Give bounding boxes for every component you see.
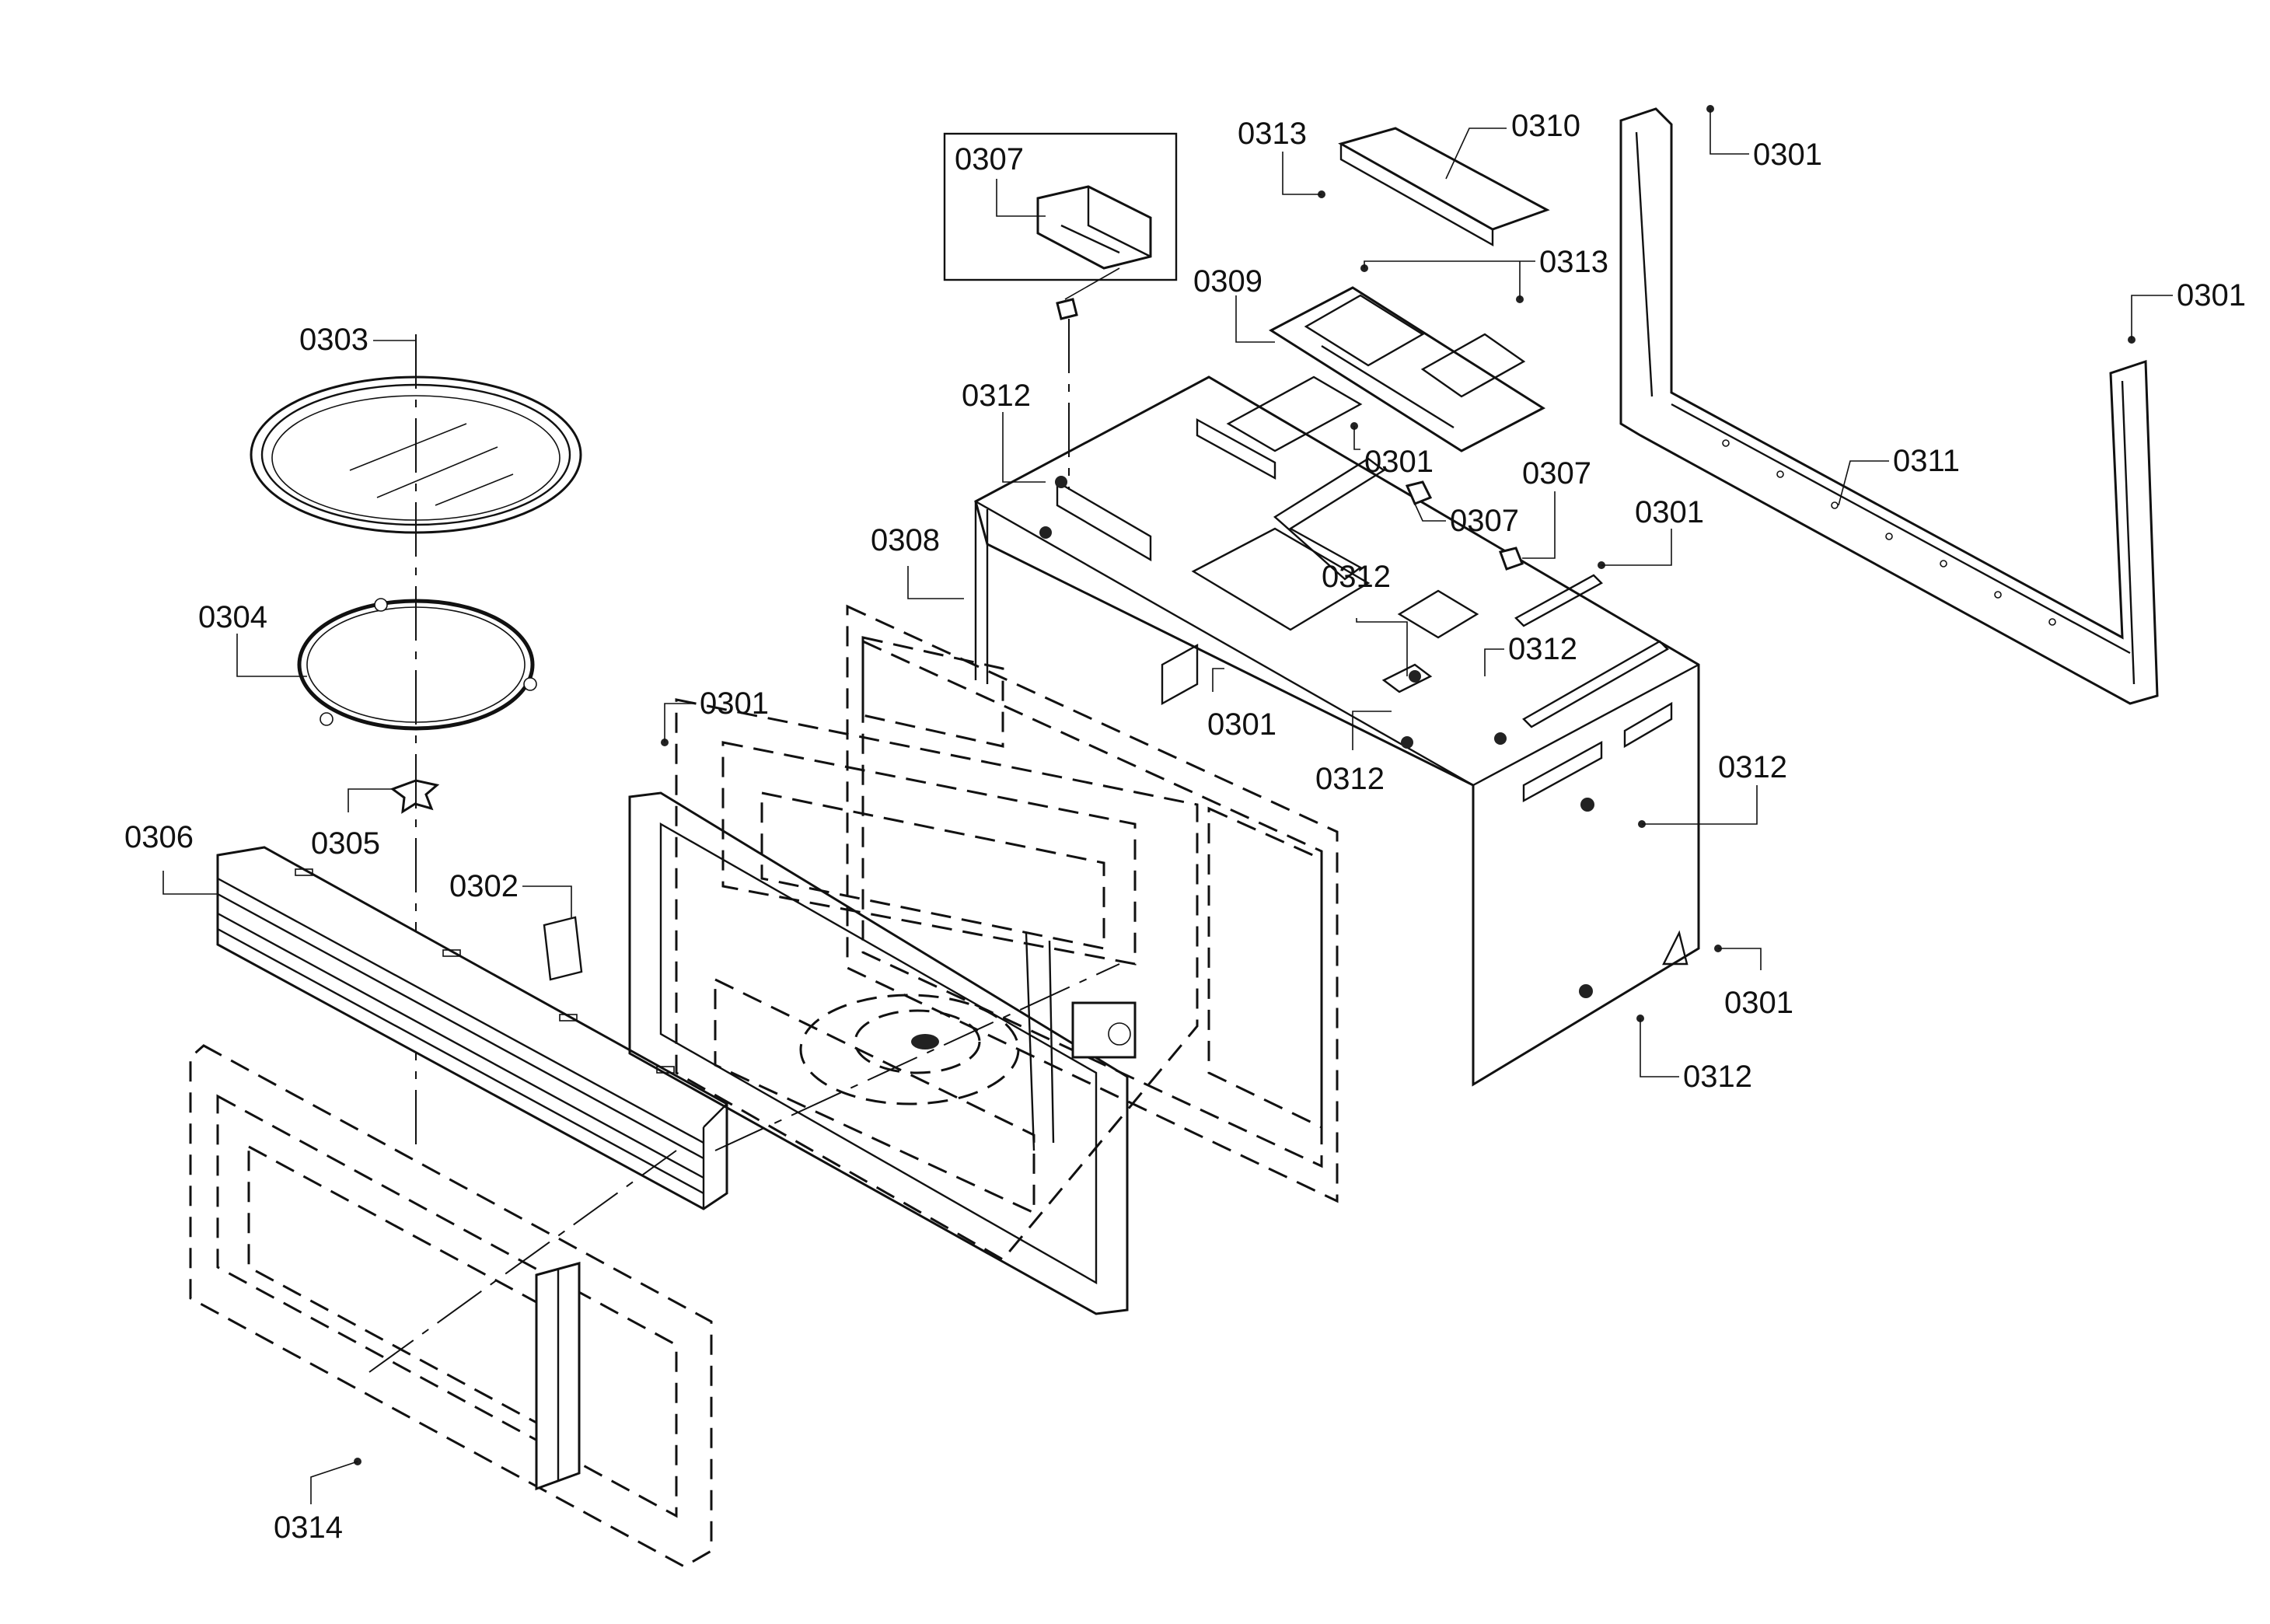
- callout-0311: 0311: [1893, 444, 1960, 478]
- callout-0301: 0301: [1635, 495, 1704, 529]
- front-frame: [628, 698, 1199, 1315]
- callout-0309: 0309: [1193, 264, 1262, 299]
- callout-0308: 0308: [871, 523, 940, 557]
- vent-grille-plate: [1269, 286, 1545, 452]
- callout-0301: 0301: [2177, 278, 2246, 313]
- callout-0301: 0301: [1724, 986, 1793, 1020]
- callout-0307: 0307: [1450, 504, 1519, 538]
- callout-0303: 0303: [299, 323, 368, 357]
- callout-0307: 0307: [1522, 456, 1591, 491]
- callout-0312: 0312: [1683, 1060, 1752, 1094]
- callout-0314: 0314: [274, 1510, 343, 1545]
- callout-0305: 0305: [311, 826, 380, 861]
- mounting-plate-holes: [1722, 439, 2056, 626]
- callout-0312: 0312: [1322, 560, 1391, 594]
- callout-0312: 0312: [962, 379, 1031, 413]
- callout-0302: 0302: [449, 869, 519, 903]
- door-assembly: [189, 1044, 713, 1568]
- callout-0301: 0301: [1753, 138, 1822, 172]
- oven-cavity: [846, 604, 1339, 1203]
- callout-0313: 0313: [1539, 245, 1608, 279]
- charcoal-filter: [1338, 127, 1550, 247]
- callout-0306: 0306: [124, 820, 194, 854]
- callout-0301: 0301: [1364, 445, 1434, 479]
- leader-lines: [162, 109, 2173, 1504]
- outer-case: [974, 375, 1700, 1087]
- magnetron-block: [1025, 932, 1137, 1151]
- callout-0312: 0312: [1718, 750, 1787, 784]
- damper-inset-box: [943, 132, 1178, 320]
- loose-fasteners: [354, 105, 2136, 1465]
- roller-ring: [297, 598, 537, 731]
- callout-0312: 0312: [1315, 762, 1385, 796]
- callout-labels: 0307 0313 0310 0301 0313 0309 0301 0303 …: [124, 109, 2246, 1545]
- wall-mounting-plate: [1619, 107, 2159, 705]
- callout-0307: 0307: [955, 142, 1024, 176]
- callout-0301: 0301: [1207, 707, 1276, 742]
- callout-0304: 0304: [198, 600, 267, 634]
- turntable-coupler: [389, 779, 440, 814]
- control-panel-strip: [216, 846, 728, 1210]
- callout-0312: 0312: [1508, 632, 1577, 666]
- callout-0301: 0301: [700, 686, 769, 721]
- callout-0313: 0313: [1238, 117, 1307, 151]
- callout-0310: 0310: [1511, 109, 1580, 143]
